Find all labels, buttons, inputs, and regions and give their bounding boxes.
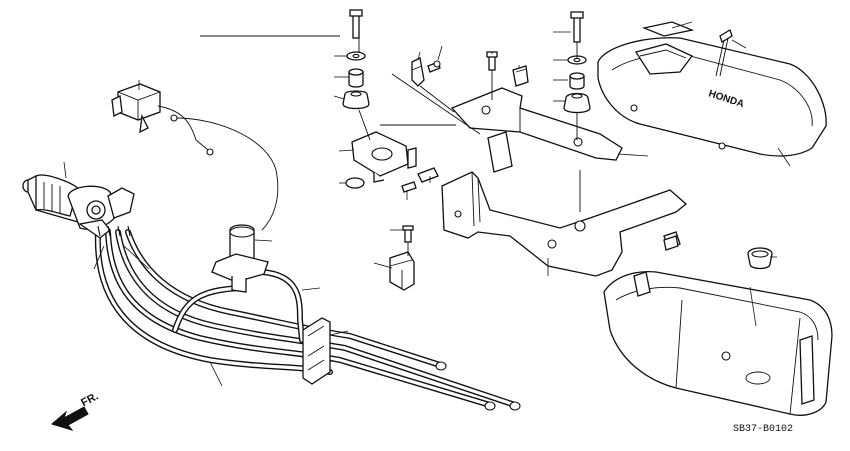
front-direction-arrow: [50, 406, 89, 431]
screw-28: [715, 29, 733, 77]
lower-tray-2: [603, 270, 833, 416]
grommet-20: [747, 247, 773, 270]
grommet-plate: [302, 317, 331, 385]
mount-hardware-left: [342, 9, 370, 189]
clip-13: [411, 57, 441, 87]
pump-assembly: [22, 174, 135, 239]
bolt-26: [401, 167, 439, 193]
bracket-10: [351, 131, 417, 183]
bracket-9: [389, 251, 415, 291]
leader-lines: [63, 21, 791, 387]
reference-code: SB37-B0102: [733, 424, 794, 435]
solenoid-valve: [211, 224, 269, 293]
screw-24: [402, 51, 498, 243]
connector-harness: [111, 83, 279, 231]
top-cover-3: HONDA: [597, 37, 827, 157]
clip-nut-19: [512, 65, 529, 87]
bracket-6: [450, 87, 623, 161]
vacuum-hoses: [94, 229, 521, 411]
alignment-lines: [200, 35, 581, 256]
grommet-small: [663, 235, 679, 251]
main-bracket-8: [441, 131, 688, 277]
mount-hardware-right: [563, 11, 591, 114]
